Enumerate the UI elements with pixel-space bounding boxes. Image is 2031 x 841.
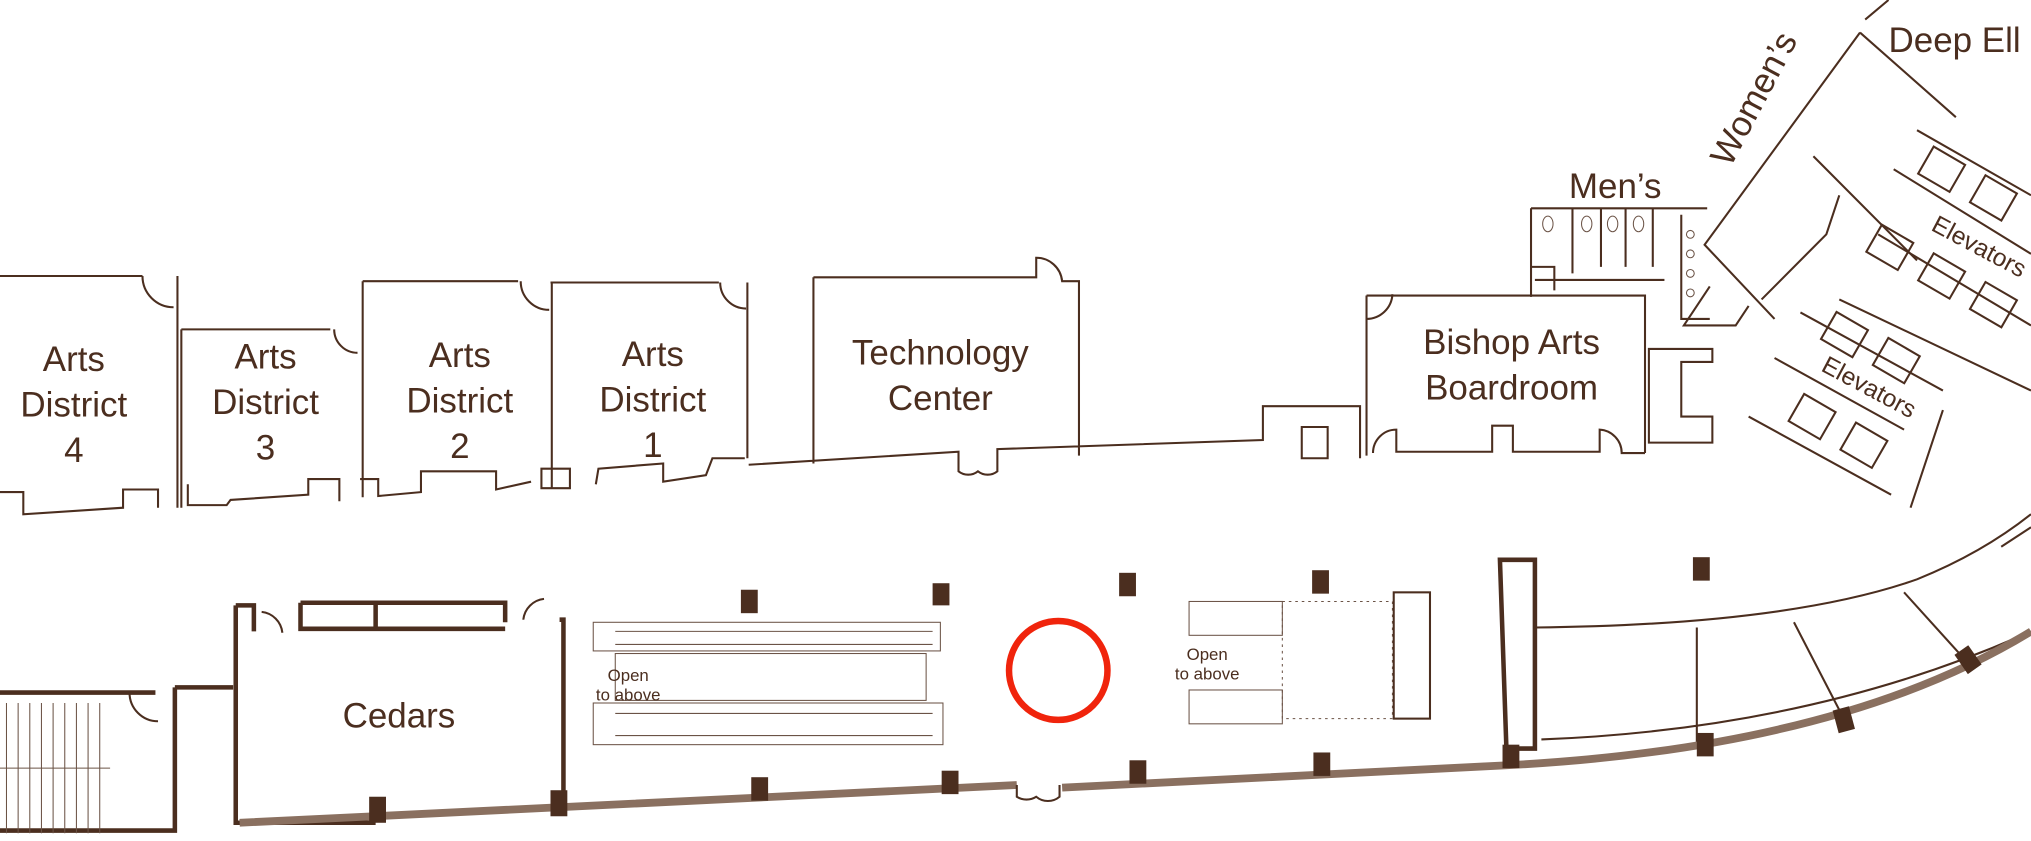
entrance-door — [1015, 785, 1061, 803]
mens-restroom[interactable]: Men’s — [1529, 167, 1710, 320]
stairwell — [0, 685, 234, 834]
mens-label: Men’s — [1569, 167, 1662, 206]
you-are-here-marker — [1005, 617, 1111, 724]
cedars-label: Cedars — [343, 697, 456, 736]
east-corridor — [1497, 513, 2031, 751]
womens-label: Women’s — [1703, 25, 1805, 172]
deep-ellum-label[interactable]: Deep Ell — [1889, 21, 2021, 60]
room-label: Arts — [43, 340, 105, 379]
outer-wall — [239, 628, 2031, 827]
elevator-bank: Elevators Elevators — [1748, 129, 2031, 509]
columns — [369, 557, 1982, 823]
elevators-label: Elevators — [1817, 352, 1920, 424]
cedars-room[interactable]: Cedars — [233, 597, 566, 826]
